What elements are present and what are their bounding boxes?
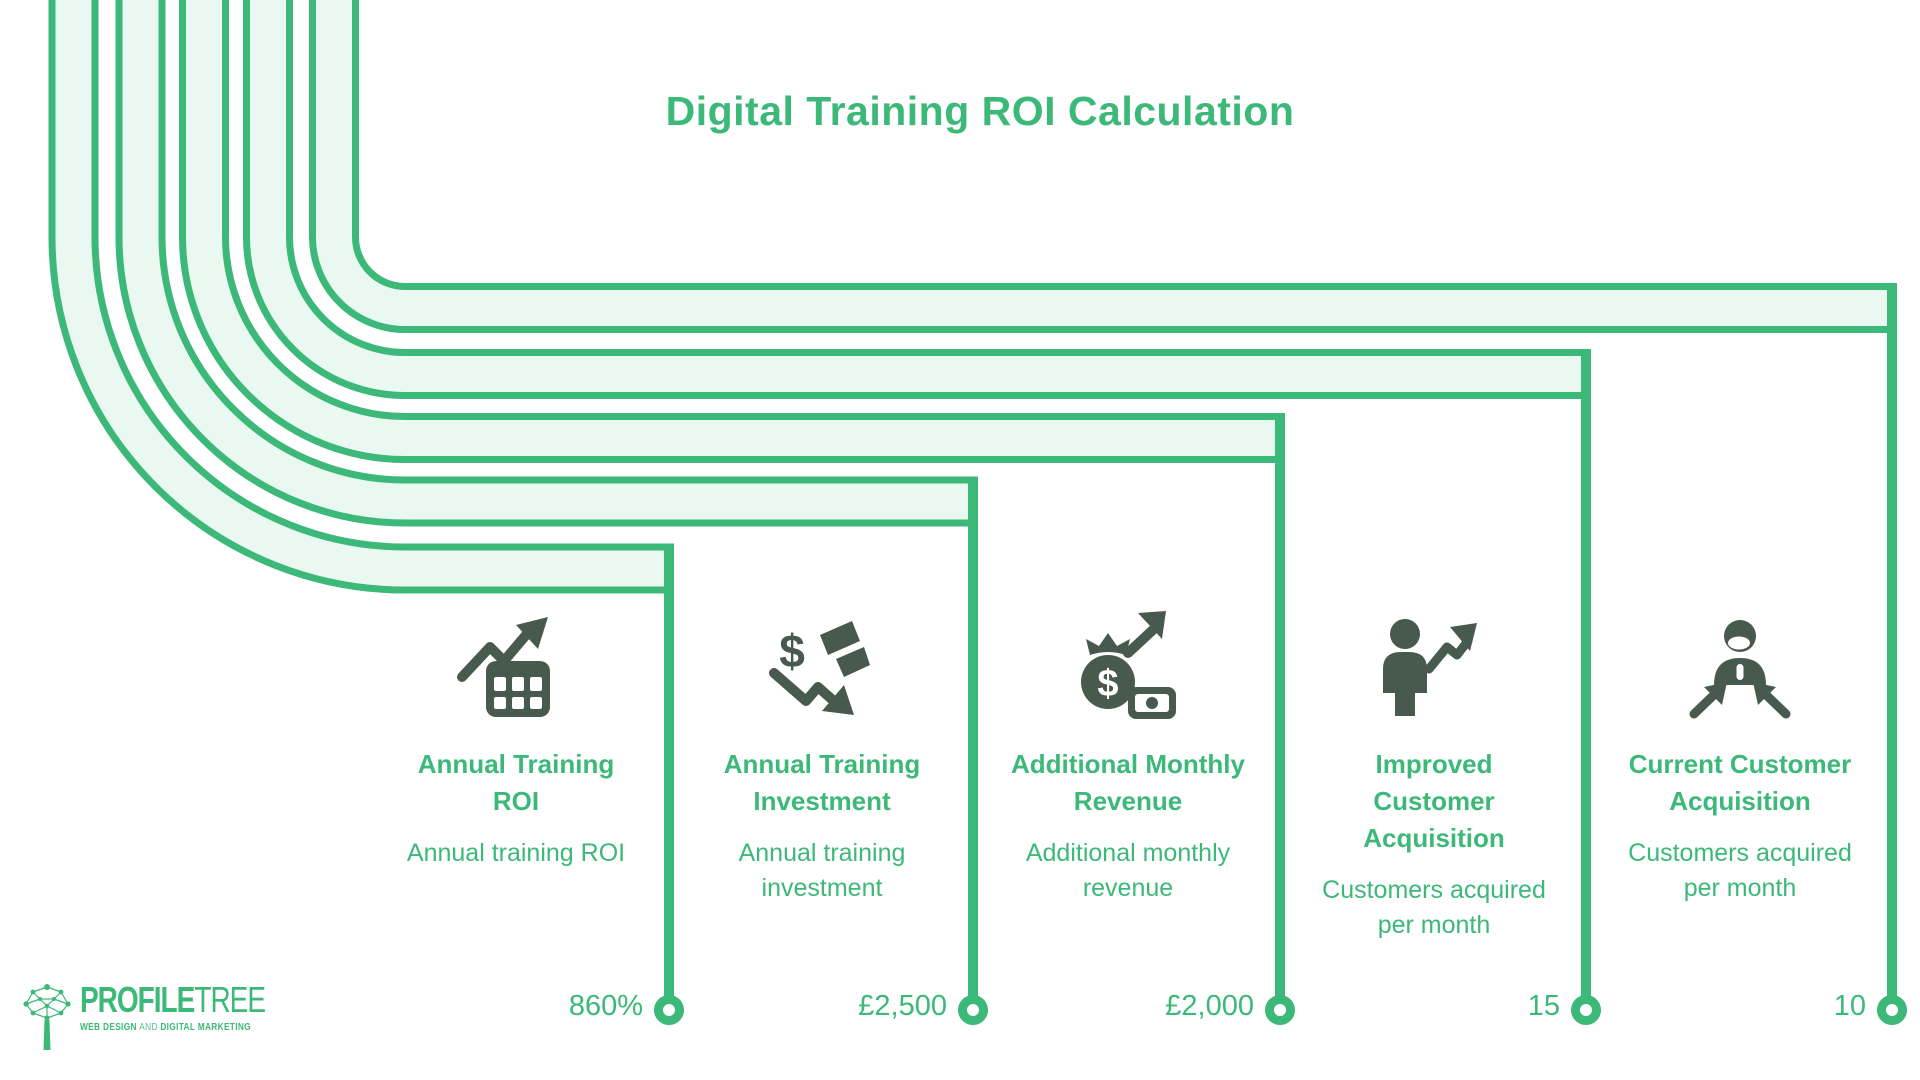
step-subtitle: Customers acquired per month	[1628, 838, 1852, 902]
step-column-1: Annual Training ROI Annual training ROI	[356, 598, 676, 871]
svg-text:$: $	[1097, 663, 1118, 705]
endpoint-circle-3	[1265, 995, 1295, 1025]
endpoint-circle-5	[1877, 995, 1907, 1025]
step-title: Annual Training ROI	[417, 749, 615, 816]
step-title: Additional Monthly Revenue	[1011, 749, 1245, 816]
step-value-1: 860%	[568, 990, 643, 1022]
investment-decrease-icon: $	[762, 598, 882, 740]
logo-wordmark: PROFILETREE	[80, 979, 266, 1020]
step-column-4: Improved Customer Acquisition Customers …	[1274, 598, 1594, 943]
roi-chart-icon	[456, 598, 576, 740]
endpoint-circle-1	[654, 995, 684, 1025]
page-title: Digital Training ROI Calculation	[665, 88, 1295, 134]
svg-text:$: $	[779, 625, 805, 677]
flow-band-1	[309, 0, 1892, 333]
step-value-3: £2,000	[1165, 990, 1254, 1022]
step-title: Annual Training Investment	[723, 749, 921, 816]
step-column-3: $ Additional Monthly Revenue Additional …	[968, 598, 1288, 906]
step-column-5: Current Customer Acquisition Customers a…	[1580, 598, 1900, 906]
step-title: Improved Customer Acquisition	[1363, 749, 1505, 853]
customer-growth-icon	[1374, 598, 1494, 740]
endpoint-circle-4	[1571, 995, 1601, 1025]
endpoint-circle-2	[958, 995, 988, 1025]
step-value-4: 15	[1527, 990, 1560, 1022]
revenue-money-bag-icon: $	[1068, 598, 1188, 740]
step-column-2: $ Annual Training Investment Annual trai…	[662, 598, 982, 906]
step-subtitle: Annual training investment	[738, 838, 906, 902]
step-value-5: 10	[1833, 990, 1866, 1022]
step-subtitle: Customers acquired per month	[1322, 875, 1546, 939]
customer-attract-icon	[1680, 598, 1800, 740]
tree-network-icon	[23, 984, 71, 1050]
step-subtitle: Annual training ROI	[406, 838, 626, 867]
step-title: Current Customer Acquisition	[1628, 749, 1852, 816]
step-subtitle: Additional monthly revenue	[1025, 838, 1231, 902]
step-value-2: £2,500	[858, 990, 947, 1022]
